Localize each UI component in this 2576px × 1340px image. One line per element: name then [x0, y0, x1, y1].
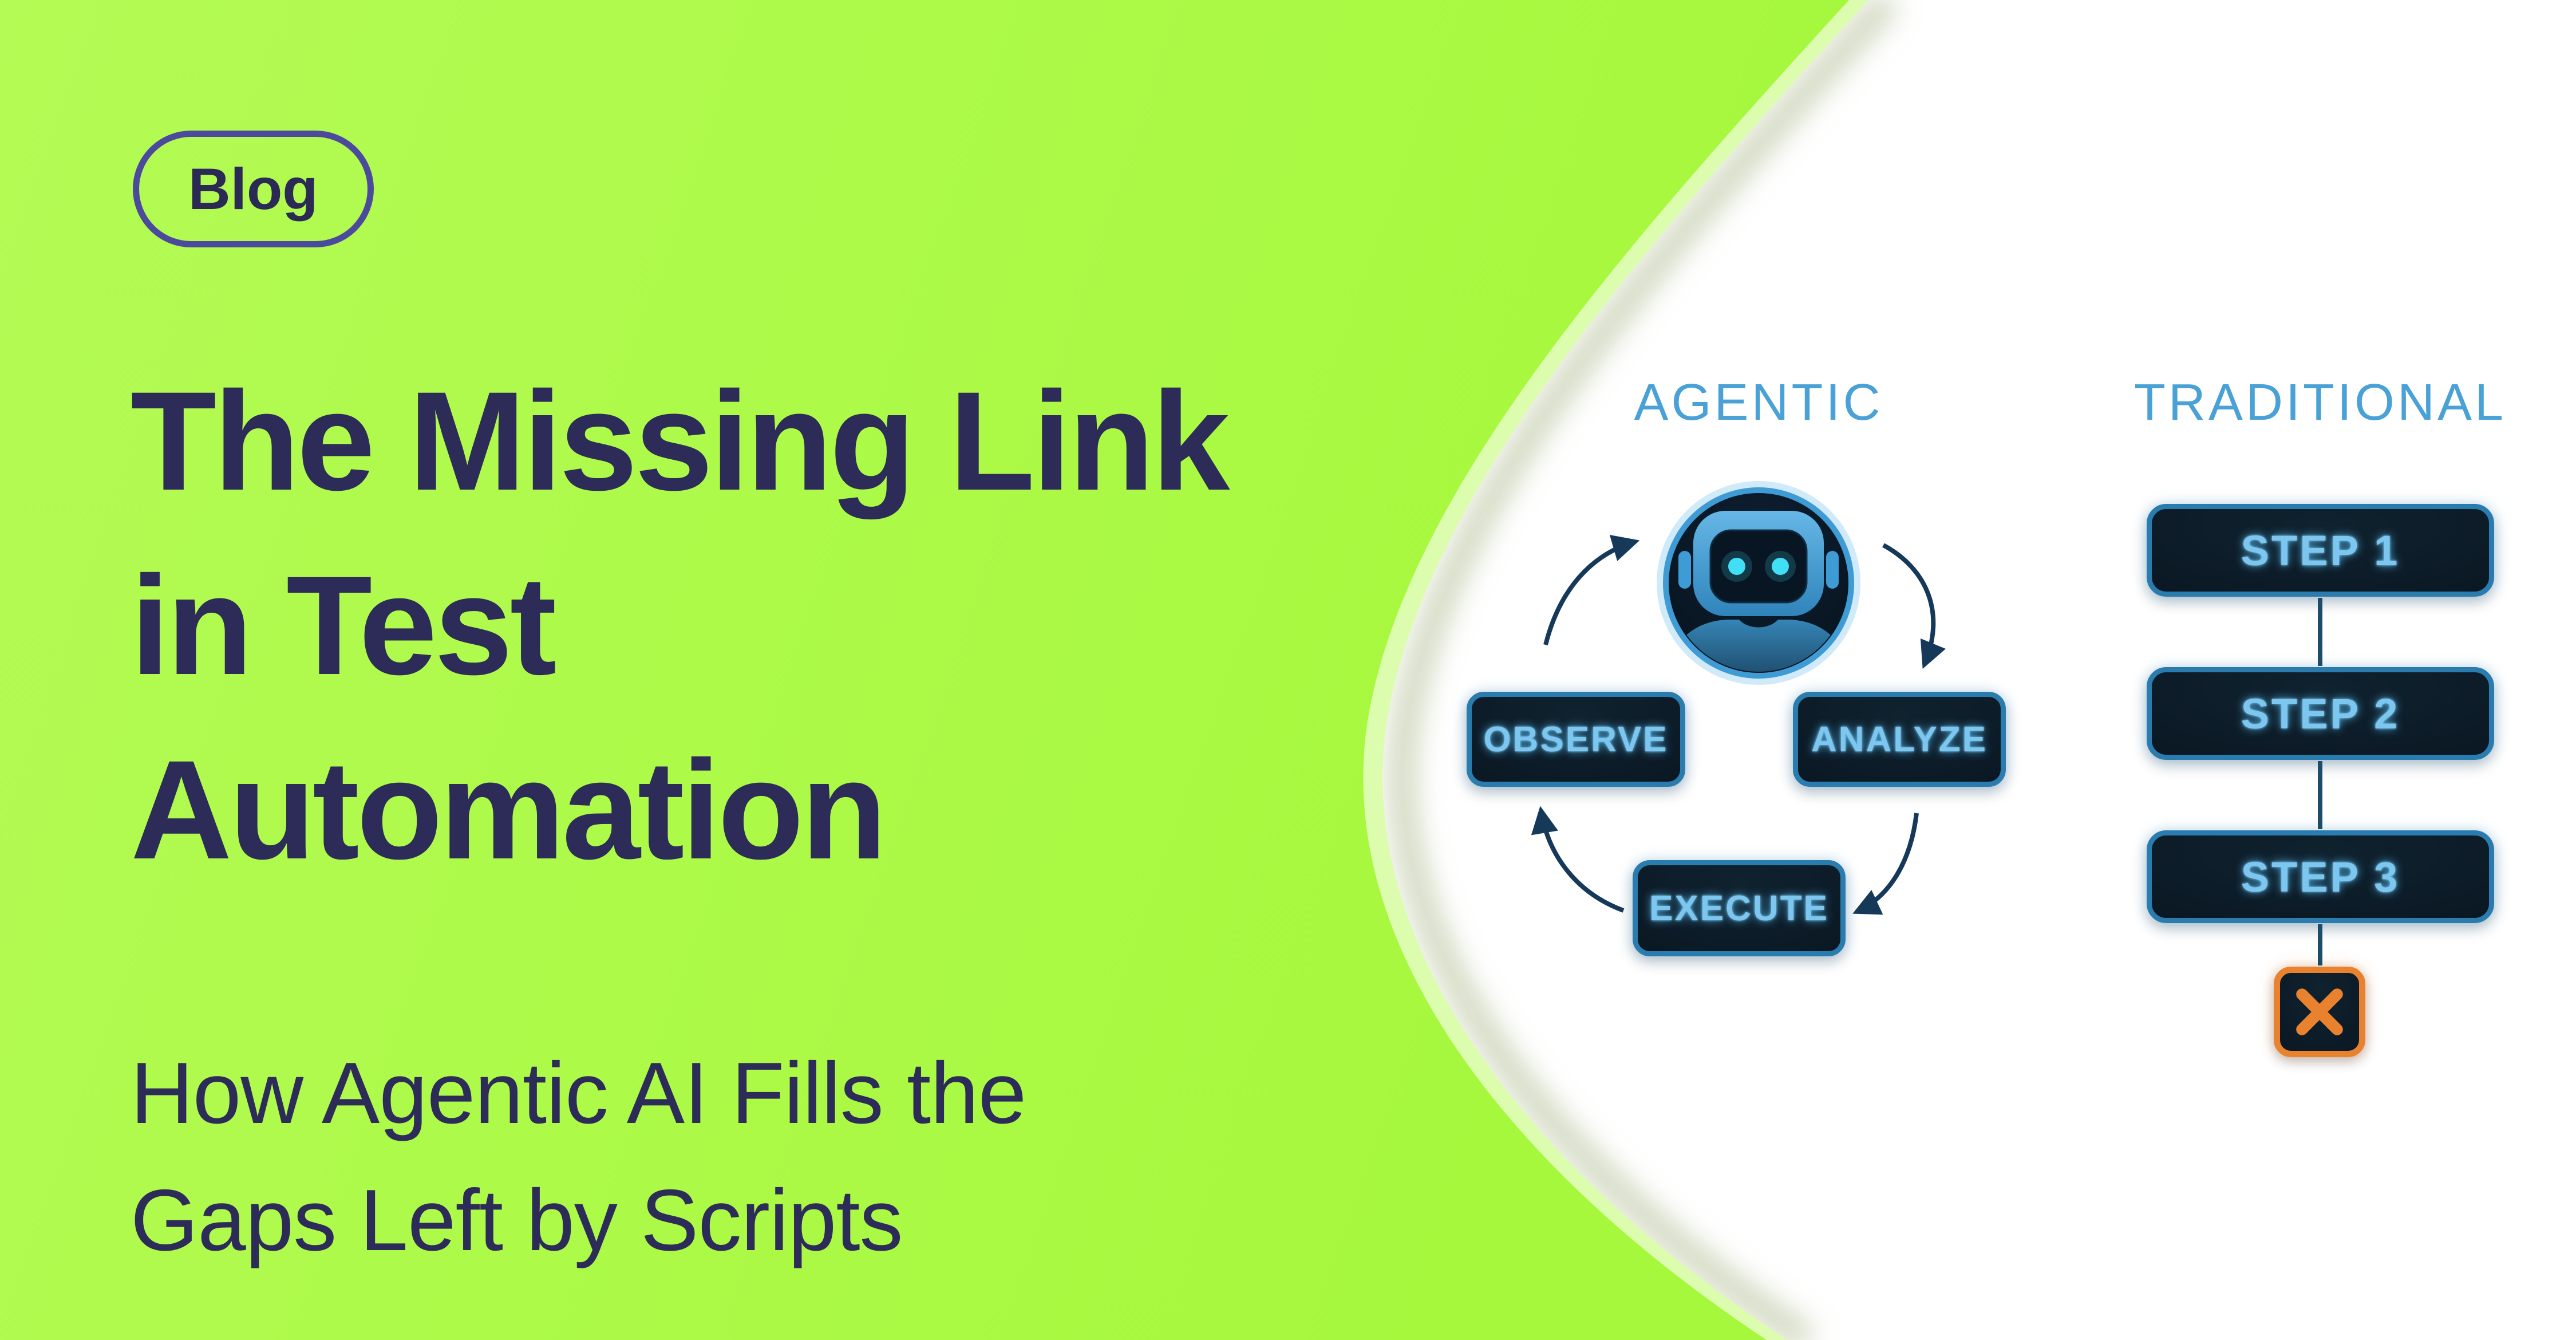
step-3-label: STEP 3 — [2241, 853, 2400, 901]
agentic-column-label: AGENTIC — [1634, 374, 1883, 431]
step-2-label: STEP 2 — [2241, 689, 2400, 738]
blog-badge[interactable]: Blog — [133, 131, 374, 247]
blog-badge-label: Blog — [188, 156, 318, 222]
execute-node-label: EXECUTE — [1649, 888, 1829, 928]
title-line-2: in Test — [131, 547, 557, 704]
title-line-3: Automation — [131, 731, 887, 889]
curve-shadow — [1389, 0, 1899, 1340]
page-subtitle: How Agentic AI Fills the Gaps Left by Sc… — [131, 1030, 1275, 1284]
observe-node: OBSERVE — [1467, 692, 1685, 787]
analyze-node-label: ANALYZE — [1811, 719, 1988, 759]
step-1-node: STEP 1 — [2147, 504, 2494, 597]
observe-node-label: OBSERVE — [1483, 719, 1669, 759]
x-icon — [2296, 988, 2343, 1035]
subtitle-line-1: How Agentic AI Fills the — [131, 1045, 1026, 1142]
page-title: The Missing Link in Test Automation — [131, 349, 1447, 902]
step-2-node: STEP 2 — [2147, 667, 2494, 760]
step-1-label: STEP 1 — [2241, 526, 2400, 574]
traditional-column-label: TRADITIONAL — [2134, 374, 2507, 431]
title-line-1: The Missing Link — [131, 362, 1230, 520]
analyze-node: ANALYZE — [1793, 692, 2006, 787]
execute-node: EXECUTE — [1633, 860, 1846, 956]
step-3-node: STEP 3 — [2147, 830, 2494, 923]
green-panel — [0, 0, 1849, 1340]
failure-node — [2274, 967, 2365, 1057]
subtitle-line-2: Gaps Left by Scripts — [131, 1172, 903, 1269]
